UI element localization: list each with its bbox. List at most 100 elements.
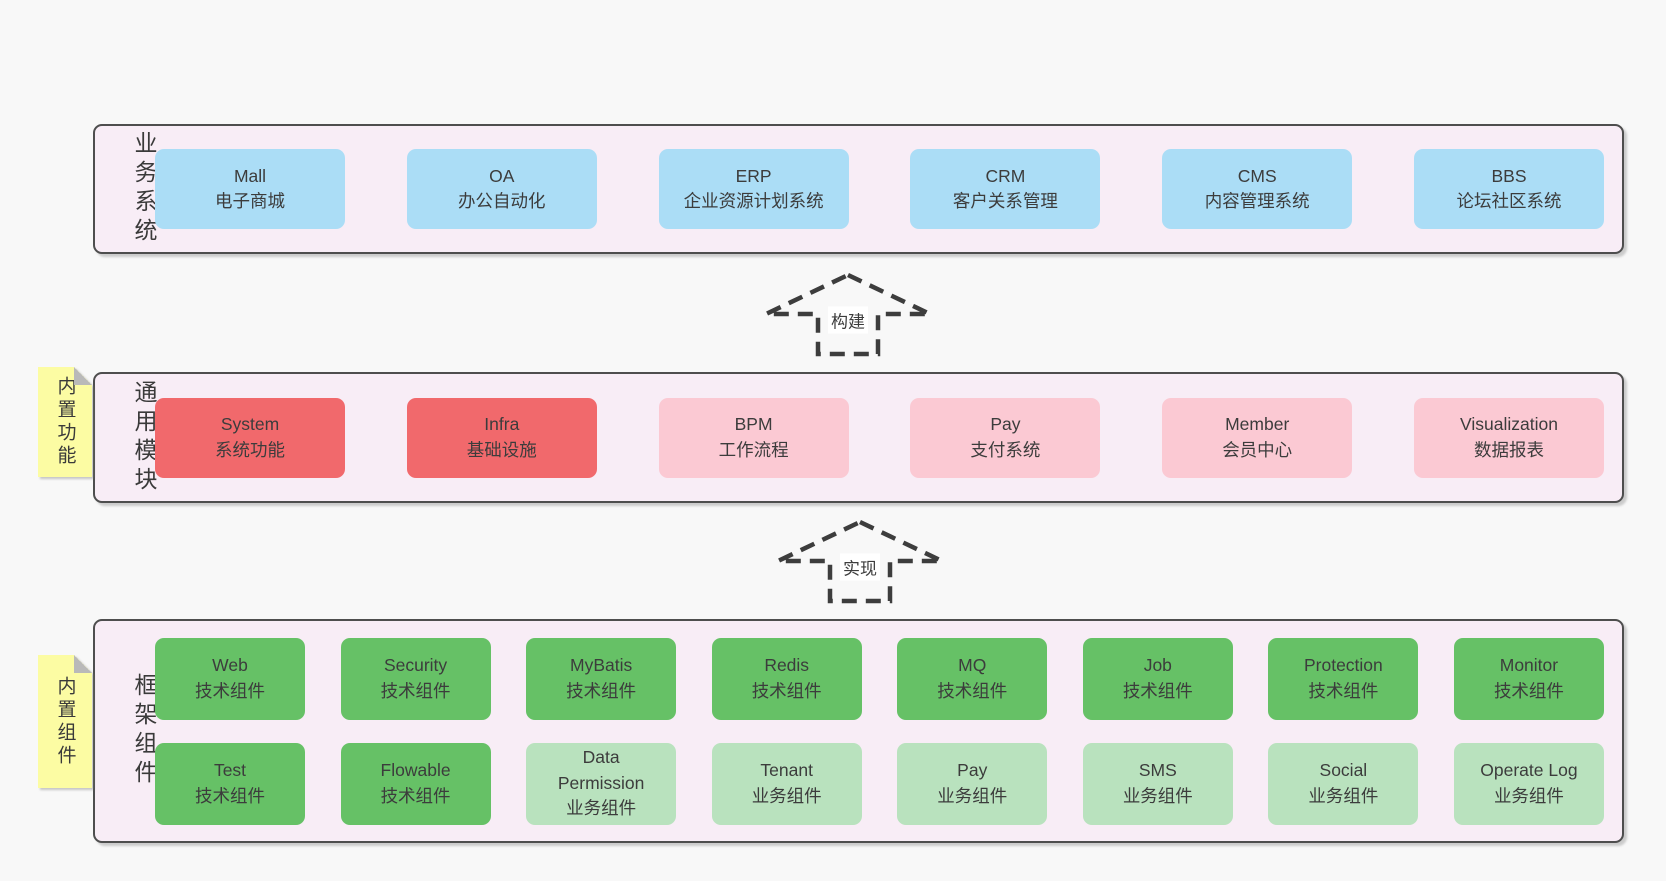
node-title: MyBatis <box>570 655 633 676</box>
node-subtitle: 电子商城 <box>215 191 285 211</box>
arrow-build: 构建 <box>758 270 938 358</box>
arrow-build-label: 构建 <box>828 306 868 334</box>
node-test: Test 技术组件 <box>155 742 305 825</box>
node-job: Job 技术组件 <box>1082 637 1233 720</box>
node-title: MQ <box>958 655 987 676</box>
framework-rows: Web 技术组件 Security 技术组件 MyBatis 技术组件 Redi… <box>155 637 1604 825</box>
node-subtitle: 技术组件 <box>751 680 822 701</box>
node-title: BBS <box>1491 165 1527 186</box>
node-visualization: Visualization 数据报表 <box>1413 397 1604 478</box>
framework-boxes-row-2: Test 技术组件 Flowable 技术组件 Data Permission … <box>155 742 1604 825</box>
node-oa: OA 办公自动化 <box>406 149 597 229</box>
node-subtitle: 技术组件 <box>566 680 637 701</box>
arrow-implement-label: 实现 <box>840 553 880 581</box>
node-title: ERP <box>735 165 772 186</box>
node-title: Visualization <box>1460 414 1558 435</box>
modules-boxes-row: System 系统功能 Infra 基础设施 BPM 工作流程 Pay 支付系统… <box>155 397 1604 478</box>
layer-framework-components: 框架组件 Web 技术组件 Security 技术组件 MyBatis 技术组件… <box>93 619 1624 843</box>
node-data-permission: Data Permission 业务组件 <box>526 742 677 825</box>
node-title: Redis <box>764 655 810 676</box>
business-boxes-row: Mall 电子商城 OA 办公自动化 ERP 企业资源计划系统 CRM 客户关系… <box>155 149 1604 229</box>
node-title: Flowable <box>380 760 451 781</box>
node-title: OA <box>489 165 515 186</box>
sticky-note-built-in-features: 内置功能 <box>38 367 92 477</box>
layer-label-common-modules: 通用模块 <box>131 379 157 496</box>
node-subtitle: 业务组件 <box>937 785 1008 806</box>
node-redis: Redis 技术组件 <box>711 637 862 720</box>
node-monitor: Monitor 技术组件 <box>1453 637 1604 720</box>
node-title: Social <box>1319 760 1368 781</box>
node-title: Security <box>383 655 448 676</box>
node-infra: Infra 基础设施 <box>406 397 597 478</box>
node-subtitle: 基础设施 <box>466 439 537 460</box>
node-system: System 系统功能 <box>155 397 345 478</box>
node-subtitle: 业务组件 <box>751 785 822 806</box>
node-subtitle: 数据报表 <box>1473 439 1544 460</box>
node-bbs: BBS 论坛社区系统 <box>1413 149 1604 229</box>
node-security: Security 技术组件 <box>340 637 491 720</box>
node-pay-component: Pay 业务组件 <box>897 742 1048 825</box>
sticky-note-paper: 内置组件 <box>38 655 92 788</box>
layer-label-framework-components: 框架组件 <box>131 673 157 789</box>
node-subtitle: 技术组件 <box>380 785 451 806</box>
layer-common-modules: 通用模块 System 系统功能 Infra 基础设施 BPM 工作流程 Pay… <box>93 372 1624 503</box>
node-erp: ERP 企业资源计划系统 <box>658 149 849 229</box>
node-subtitle: 业务组件 <box>1308 785 1379 806</box>
node-bpm: BPM 工作流程 <box>658 397 849 478</box>
sticky-note-paper: 内置功能 <box>38 367 92 477</box>
sticky-note-text: 内置功能 <box>54 376 76 468</box>
node-title: Infra <box>484 414 520 435</box>
node-title: Pay <box>957 760 988 781</box>
node-title: Test <box>213 760 247 781</box>
node-title: BPM <box>734 414 773 435</box>
folded-corner-icon <box>74 655 92 673</box>
node-subtitle: 技术组件 <box>380 680 451 701</box>
node-web: Web 技术组件 <box>155 637 305 720</box>
node-subtitle: 技术组件 <box>1493 680 1564 701</box>
node-subtitle: 系统功能 <box>215 439 285 460</box>
node-subtitle: 技术组件 <box>1308 680 1379 701</box>
node-subtitle: 技术组件 <box>195 680 265 701</box>
node-mybatis: MyBatis 技术组件 <box>526 637 677 720</box>
node-subtitle: 办公自动化 <box>458 191 546 211</box>
node-title: Tenant <box>760 760 813 781</box>
dashed-up-arrow-icon <box>777 519 943 604</box>
framework-boxes-row-1: Web 技术组件 Security 技术组件 MyBatis 技术组件 Redi… <box>155 637 1604 720</box>
arrow-implement: 实现 <box>770 517 950 605</box>
node-operate-log: Operate Log 业务组件 <box>1453 742 1604 825</box>
node-title: Operate Log <box>1480 760 1578 781</box>
layer-label-business-systems: 业务系统 <box>131 131 157 247</box>
node-subtitle: 业务组件 <box>566 798 637 819</box>
node-tenant: Tenant 业务组件 <box>711 742 862 825</box>
node-member: Member 会员中心 <box>1162 397 1353 478</box>
node-subtitle: 业务组件 <box>1122 785 1193 806</box>
node-subtitle: 客户关系管理 <box>952 191 1058 211</box>
folded-corner-icon <box>74 367 92 385</box>
node-mall: Mall 电子商城 <box>155 149 345 229</box>
node-subtitle: 技术组件 <box>1122 680 1193 701</box>
node-sms: SMS 业务组件 <box>1082 742 1233 825</box>
node-flowable: Flowable 技术组件 <box>340 742 491 825</box>
node-protection: Protection 技术组件 <box>1268 637 1419 720</box>
sticky-note-text: 内置组件 <box>54 675 76 768</box>
node-title: SMS <box>1138 760 1177 781</box>
node-pay-system: Pay 支付系统 <box>910 397 1101 478</box>
node-title: Data Permission <box>557 747 645 793</box>
node-title: CMS <box>1237 165 1277 186</box>
node-mq: MQ 技术组件 <box>897 637 1048 720</box>
node-social: Social 业务组件 <box>1268 742 1419 825</box>
node-subtitle: 技术组件 <box>195 785 265 806</box>
node-title: Protection <box>1303 655 1383 676</box>
node-title: Monitor <box>1499 655 1559 676</box>
node-subtitle: 业务组件 <box>1493 785 1564 806</box>
sticky-note-built-in-components: 内置组件 <box>38 655 92 788</box>
node-subtitle: 工作流程 <box>718 439 789 460</box>
node-crm: CRM 客户关系管理 <box>910 149 1101 229</box>
node-title: CRM <box>985 165 1026 186</box>
node-subtitle: 企业资源计划系统 <box>683 191 824 211</box>
node-cms: CMS 内容管理系统 <box>1162 149 1353 229</box>
node-subtitle: 支付系统 <box>970 439 1041 460</box>
node-title: Mall <box>233 165 267 186</box>
node-title: Web <box>212 655 248 676</box>
